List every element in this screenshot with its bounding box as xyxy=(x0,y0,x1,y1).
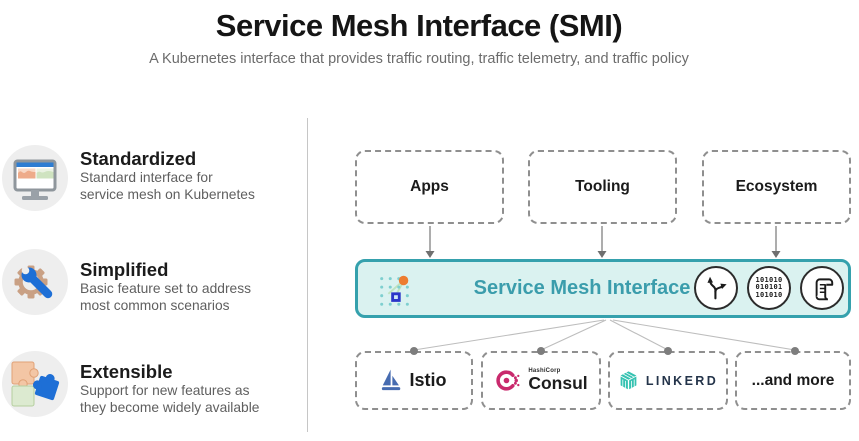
binary-line: 101010 xyxy=(755,290,783,299)
istio-logo xyxy=(382,369,401,390)
impl-box-consul: HashiCorp Consul xyxy=(481,351,601,410)
binary-line: 010101 xyxy=(755,283,783,292)
impl-box-linkerd: LINKERD xyxy=(608,351,728,410)
page-subtitle: A Kubernetes interface that provides tra… xyxy=(149,51,689,67)
arrowhead-down xyxy=(425,251,781,258)
consumer-label: Tooling xyxy=(575,178,630,195)
impl-box-istio: Istio xyxy=(355,351,473,410)
consumer-box-ecosystem: Ecosystem xyxy=(702,150,851,224)
impl-label: ...and more xyxy=(751,371,835,389)
smi-bar: Service Mesh Interface 101010 010101 101… xyxy=(355,259,851,318)
monitor-dashboard-icon xyxy=(2,145,68,211)
impl-vendor-label: HashiCorp xyxy=(528,368,561,375)
page-title: Service Mesh Interface (SMI) xyxy=(215,8,623,43)
consumer-box-tooling: Tooling xyxy=(528,150,677,224)
impl-box-more: ...and more xyxy=(735,351,851,410)
impl-label: Istio xyxy=(409,370,447,390)
feature-description-line: Support for new features as xyxy=(80,383,250,398)
feature-standardized: Standardized Standard interface for serv… xyxy=(2,145,302,211)
impl-label: LINKERD xyxy=(645,373,719,388)
consumer-label: Ecosystem xyxy=(735,178,818,195)
feature-description-line: they become widely available xyxy=(80,400,260,415)
consumer-box-apps: Apps xyxy=(355,150,504,224)
feature-description-line: most common scenarios xyxy=(80,298,230,313)
feature-extensible: Extensible Support for new features as t… xyxy=(2,351,302,417)
impl-label: Consul xyxy=(528,373,588,394)
feature-title: Simplified xyxy=(80,259,169,280)
policy-scroll-icon xyxy=(800,266,844,310)
feature-title: Extensible xyxy=(80,361,173,382)
feature-description-line: Basic feature set to address xyxy=(80,281,252,296)
puzzle-piece-icon xyxy=(2,351,68,417)
consumer-label: Apps xyxy=(410,178,449,195)
consul-logo xyxy=(496,370,520,391)
binary-telemetry-icon: 101010 010101 101010 xyxy=(747,266,791,310)
feature-description-line: Standard interface for xyxy=(80,170,213,185)
smi-capability-icons: 101010 010101 101010 xyxy=(694,266,844,310)
feature-simplified: Simplified Basic feature set to address … xyxy=(2,249,302,315)
feature-title: Standardized xyxy=(80,148,197,169)
gear-wrench-icon xyxy=(2,249,68,315)
smi-logo-icon xyxy=(380,275,409,306)
feature-description-line: service mesh on Kubernetes xyxy=(80,187,255,202)
linkerd-logo xyxy=(620,371,637,390)
vertical-divider xyxy=(307,118,308,432)
binary-line: 101010 xyxy=(755,275,783,284)
traffic-split-icon xyxy=(694,266,738,310)
smi-bar-label: Service Mesh Interface xyxy=(473,277,691,299)
